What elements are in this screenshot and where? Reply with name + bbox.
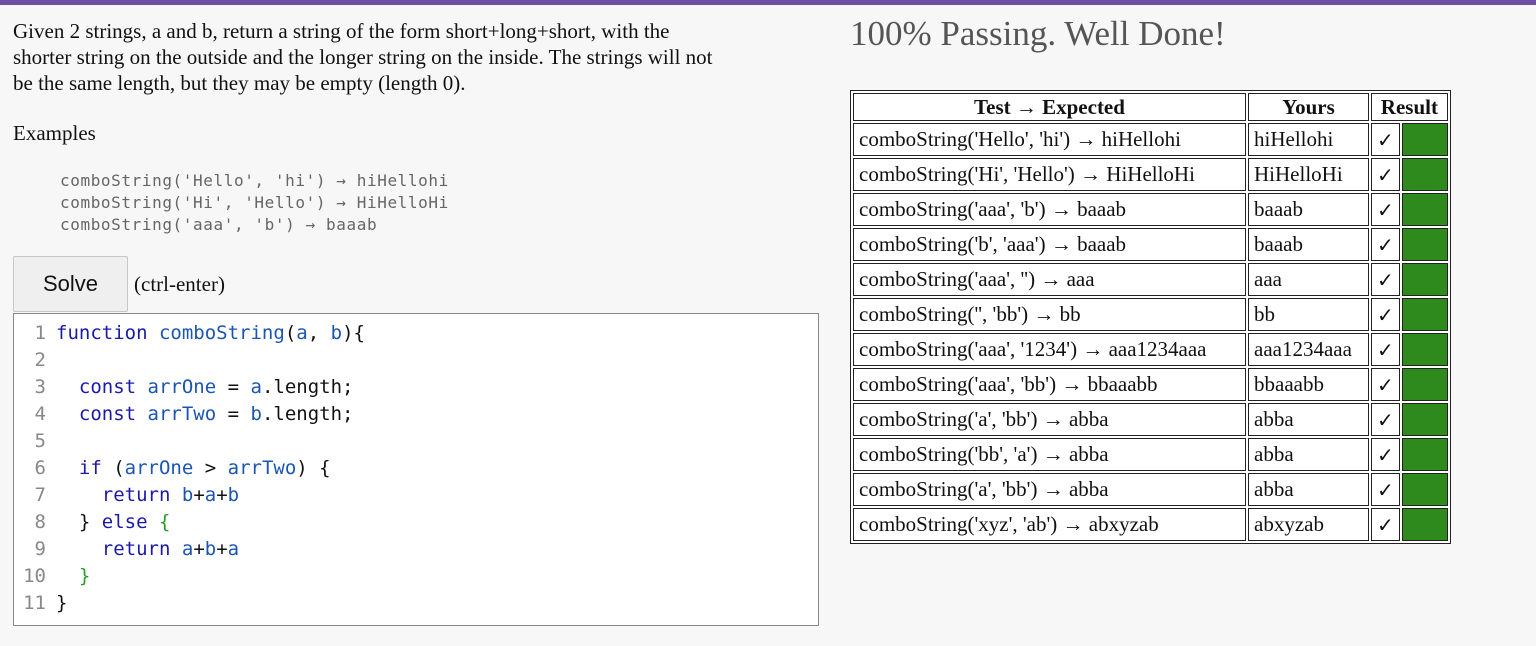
yours-cell: baaab [1248, 228, 1369, 261]
yours-cell: bbaaabb [1248, 368, 1369, 401]
yours-cell: abba [1248, 473, 1369, 506]
results-table: Test → Expected Yours Result comboString… [850, 90, 1451, 544]
line-number: 4 [34, 403, 46, 425]
pass-indicator [1401, 368, 1448, 401]
line-number: 9 [34, 538, 46, 560]
pass-indicator [1401, 403, 1448, 436]
example-line: comboString('aaa', 'b') → baaab [60, 215, 378, 234]
example-line: comboString('Hello', 'hi') → hiHellohi [60, 171, 449, 190]
yours-cell: abba [1248, 438, 1369, 471]
code-line[interactable]: 2 [14, 347, 56, 374]
checkmark-icon: ✓ [1371, 473, 1400, 506]
code-line[interactable]: 4 const arrTwo = b.length; [14, 401, 354, 428]
test-expected-cell: comboString('xyz', 'ab') → abxyzab [853, 508, 1246, 541]
code-line[interactable]: 9 return a+b+a [14, 536, 240, 563]
line-number: 8 [34, 511, 46, 533]
line-number: 2 [34, 349, 46, 371]
pass-indicator [1401, 263, 1448, 296]
checkmark-icon: ✓ [1371, 228, 1400, 261]
code-line[interactable]: 3 const arrOne = a.length; [14, 374, 354, 401]
yours-cell: aaa [1248, 263, 1369, 296]
yours-cell: aaa1234aaa [1248, 333, 1369, 366]
checkmark-icon: ✓ [1371, 508, 1400, 541]
examples-heading: Examples [13, 121, 96, 145]
checkmark-icon: ✓ [1371, 158, 1400, 191]
checkmark-icon: ✓ [1371, 123, 1400, 156]
pass-indicator [1401, 333, 1448, 366]
test-expected-cell: comboString('b', 'aaa') → baaab [853, 228, 1246, 261]
code-line[interactable]: 8 } else { [14, 509, 171, 536]
pass-indicator [1401, 193, 1448, 226]
code-line[interactable]: 6 if (arrOne > arrTwo) { [14, 455, 331, 482]
code-line[interactable]: 5 [14, 428, 56, 455]
test-expected-cell: comboString('Hello', 'hi') → hiHellohi [853, 123, 1246, 156]
code-line[interactable]: 11} [14, 590, 67, 617]
yours-cell: bb [1248, 298, 1369, 331]
line-number: 3 [34, 376, 46, 398]
yours-cell: HiHelloHi [1248, 158, 1369, 191]
code-line[interactable]: 7 return b+a+b [14, 482, 240, 509]
pass-indicator [1401, 438, 1448, 471]
pass-indicator [1401, 508, 1448, 541]
problem-description: Given 2 strings, a and b, return a strin… [13, 19, 713, 95]
checkmark-icon: ✓ [1371, 193, 1400, 226]
test-expected-cell: comboString('', 'bb') → bb [853, 298, 1246, 331]
line-number: 1 [34, 322, 46, 344]
header-result: Result [1371, 93, 1448, 121]
pass-indicator [1401, 473, 1448, 506]
passing-status: 100% Passing. Well Done! [850, 14, 1226, 53]
line-number: 6 [34, 457, 46, 479]
yours-cell: abxyzab [1248, 508, 1369, 541]
example-line: comboString('Hi', 'Hello') → HiHelloHi [60, 193, 449, 212]
yours-cell: hiHellohi [1248, 123, 1369, 156]
pass-indicator [1401, 298, 1448, 331]
pass-indicator [1401, 123, 1448, 156]
top-accent-bar [0, 0, 1536, 5]
code-line[interactable]: 10 } [14, 563, 90, 590]
checkmark-icon: ✓ [1371, 438, 1400, 471]
solve-button[interactable]: Solve [13, 256, 128, 312]
yours-cell: baaab [1248, 193, 1369, 226]
line-number: 11 [23, 592, 46, 614]
test-expected-cell: comboString('aaa', 'b') → baaab [853, 193, 1246, 226]
line-number: 10 [23, 565, 46, 587]
test-expected-cell: comboString('aaa', 'bb') → bbaaabb [853, 368, 1246, 401]
checkmark-icon: ✓ [1371, 333, 1400, 366]
test-expected-cell: comboString('bb', 'a') → abba [853, 438, 1246, 471]
test-expected-cell: comboString('Hi', 'Hello') → HiHelloHi [853, 158, 1246, 191]
line-number: 5 [34, 430, 46, 452]
line-number: 7 [34, 484, 46, 506]
test-expected-cell: comboString('aaa', '') → aaa [853, 263, 1246, 296]
checkmark-icon: ✓ [1371, 263, 1400, 296]
checkmark-icon: ✓ [1371, 298, 1400, 331]
test-expected-cell: comboString('a', 'bb') → abba [853, 403, 1246, 436]
checkmark-icon: ✓ [1371, 368, 1400, 401]
solve-shortcut-hint: (ctrl-enter) [134, 272, 225, 296]
pass-indicator [1401, 228, 1448, 261]
results-header-row: Test → Expected Yours Result [853, 93, 1448, 121]
checkmark-icon: ✓ [1371, 403, 1400, 436]
examples-list: comboString('Hello', 'hi') → hiHellohi c… [60, 170, 449, 236]
pass-indicator [1401, 158, 1448, 191]
test-expected-cell: comboString('aaa', '1234') → aaa1234aaa [853, 333, 1246, 366]
test-expected-cell: comboString('a', 'bb') → abba [853, 473, 1246, 506]
header-yours: Yours [1248, 93, 1369, 121]
header-test-expected: Test → Expected [853, 93, 1246, 121]
yours-cell: abba [1248, 403, 1369, 436]
